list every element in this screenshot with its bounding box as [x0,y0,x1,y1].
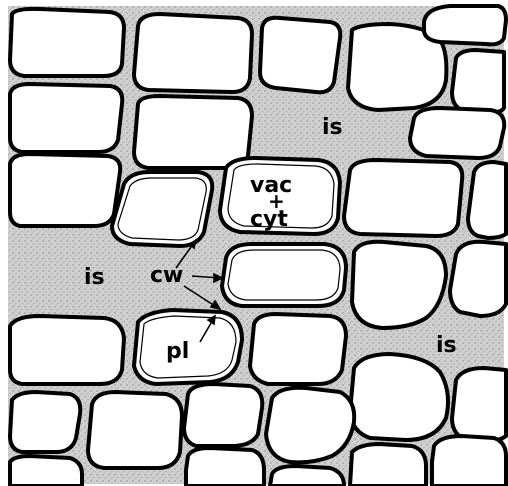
cell [450,242,506,316]
cell [10,316,124,384]
cell [260,18,340,93]
cell [134,14,252,92]
cell [222,244,346,306]
cell [452,50,504,113]
cell [10,392,80,452]
cell [10,84,122,152]
label-cw: cw [150,263,183,288]
cell [112,172,212,246]
cell [10,9,124,76]
cell [352,242,446,328]
cell [88,392,182,468]
label-pl: pl [166,339,189,364]
cell [184,384,262,446]
cell [266,388,354,463]
label-is-right: is [436,333,457,358]
cell [350,354,448,440]
cell [452,368,506,442]
cell [468,162,506,238]
label-is-top: is [322,115,343,140]
label-cyt: cyt [250,207,288,232]
cell [134,96,252,168]
cell [350,444,426,486]
cell [10,154,120,226]
cell [410,108,504,158]
cell [186,448,264,486]
cell [432,436,506,486]
cell [344,160,462,236]
cell [10,456,82,486]
label-is-left: is [84,265,105,290]
cell [270,466,344,486]
cell [250,314,346,384]
cell [424,6,506,44]
